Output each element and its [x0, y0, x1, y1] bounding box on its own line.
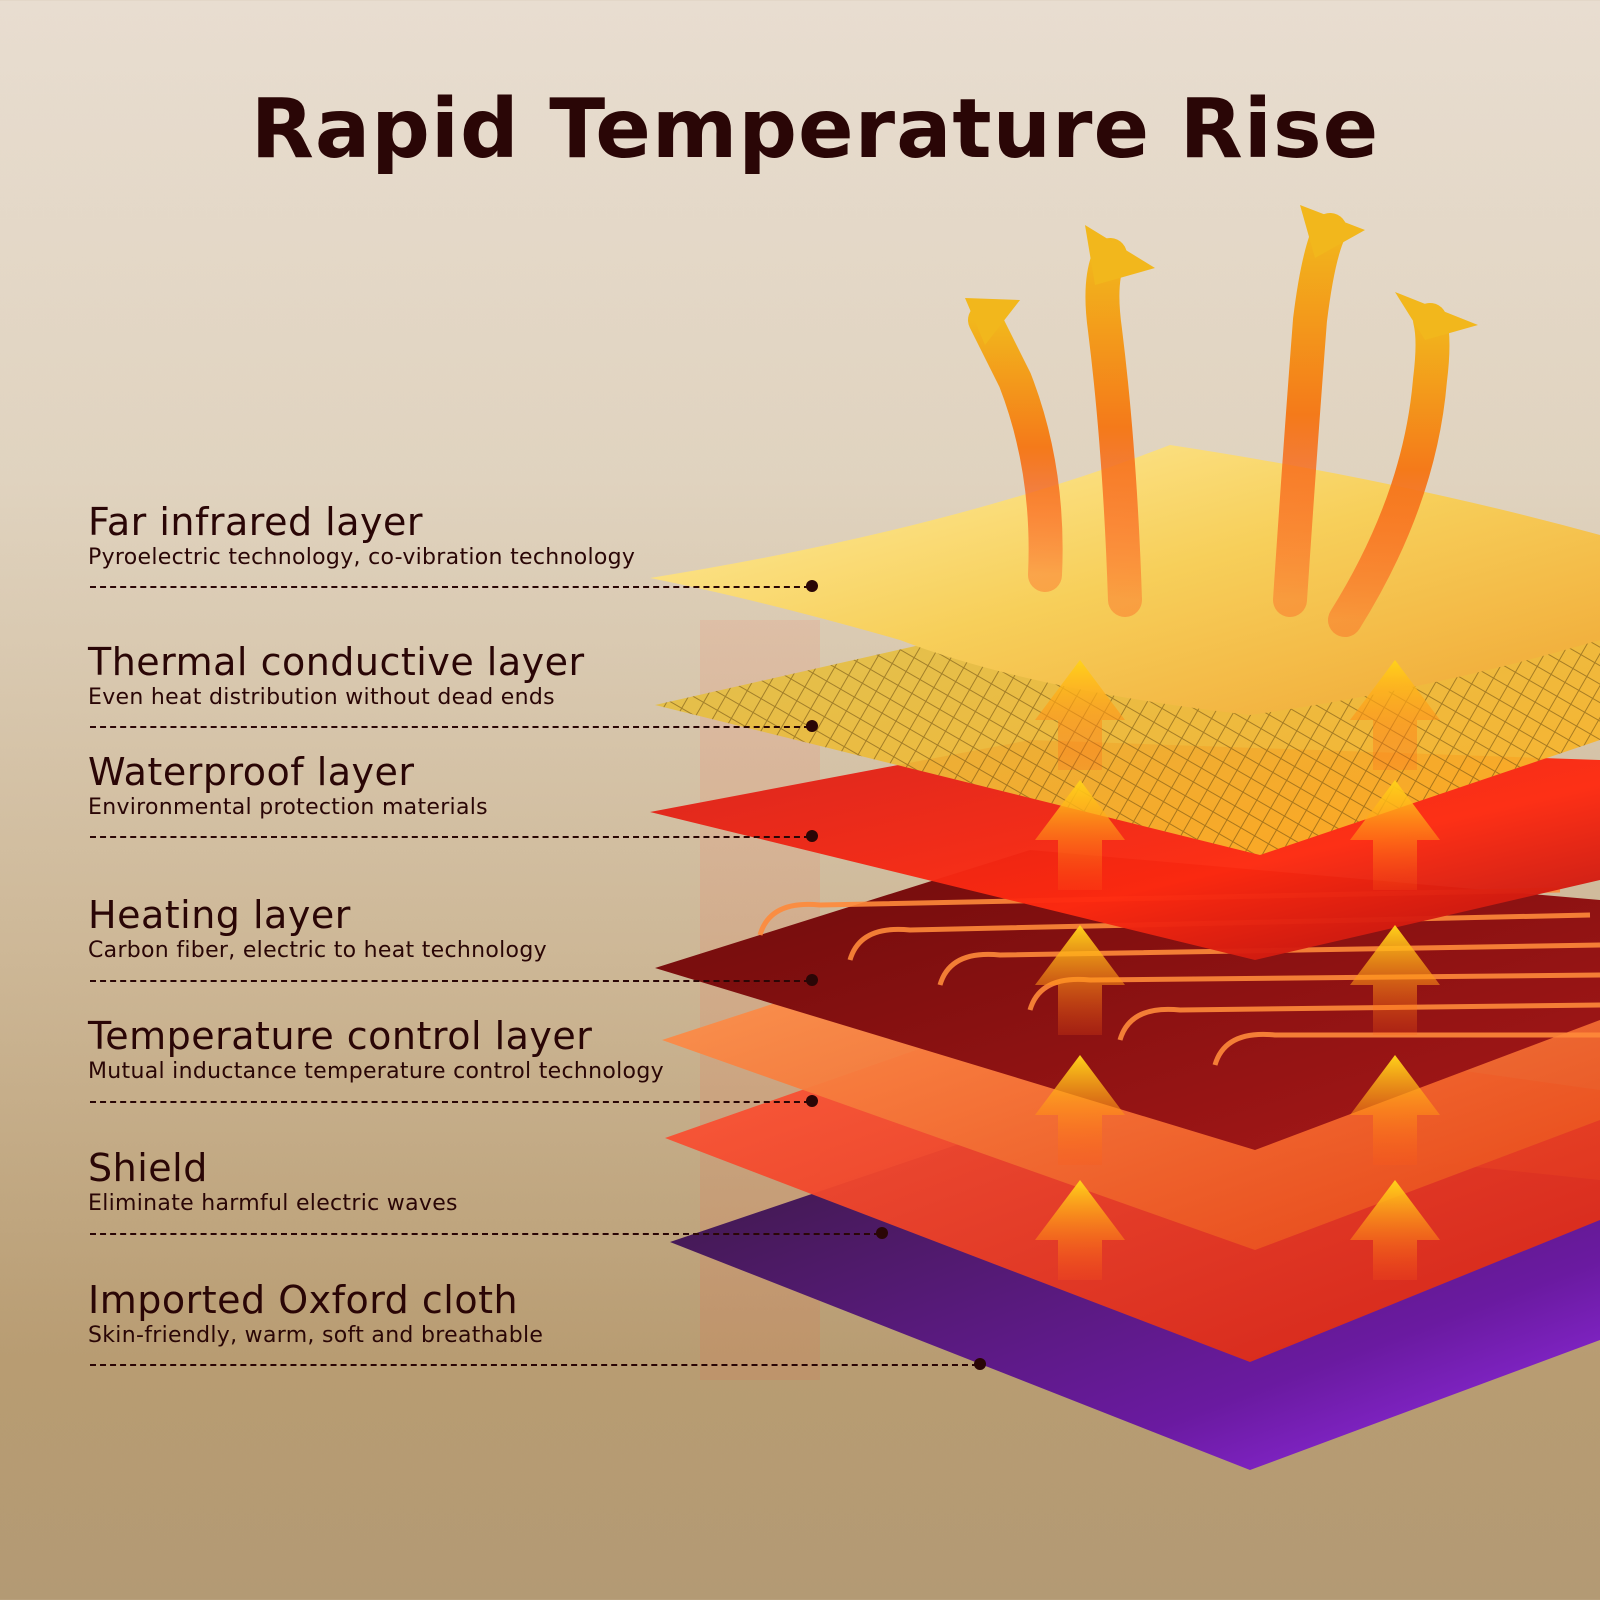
layer-name: Shield — [88, 1146, 208, 1190]
layer-description: Skin-friendly, warm, soft and breathable — [88, 1323, 544, 1348]
layer-label-heating: Heating layer Carbon fiber, electric to … — [88, 893, 547, 965]
leader-line — [90, 1101, 810, 1103]
layer-name: Temperature control layer — [88, 1014, 593, 1058]
leader-line — [90, 1364, 978, 1366]
layer-name: Far infrared layer — [88, 500, 423, 544]
leader-dot — [806, 974, 818, 986]
layer-description: Eliminate harmful electric waves — [88, 1191, 458, 1216]
leader-dot — [806, 580, 818, 592]
layer-description: Even heat distribution without dead ends — [88, 685, 555, 710]
layer-description: Pyroelectric technology, co-vibration te… — [88, 545, 636, 570]
leader-line — [90, 586, 810, 588]
layer-label-thermal-conductive: Thermal conductive layer Even heat distr… — [88, 640, 585, 712]
leader-dot — [974, 1358, 986, 1370]
leader-line — [90, 836, 810, 838]
steam-arrow-heads — [965, 205, 1478, 345]
layer-label-far-infrared: Far infrared layer Pyroelectric technolo… — [88, 500, 635, 572]
leader-line — [90, 1233, 880, 1235]
layer-label-waterproof: Waterproof layer Environmental protectio… — [88, 750, 488, 822]
layer-description: Mutual inductance temperature control te… — [88, 1059, 664, 1084]
heat-arrows — [1035, 660, 1440, 1280]
leader-line — [90, 980, 810, 982]
page-title: Rapid Temperature Rise — [250, 82, 1380, 177]
layer-label-oxford-cloth: Imported Oxford cloth Skin-friendly, war… — [88, 1278, 543, 1350]
layer-name: Heating layer — [88, 893, 351, 937]
layer-name: Imported Oxford cloth — [88, 1278, 519, 1322]
layer-description: Environmental protection materials — [88, 795, 488, 820]
leader-line — [90, 726, 810, 728]
leader-dot — [806, 720, 818, 732]
layer-name: Thermal conductive layer — [88, 640, 585, 684]
layer-description: Carbon fiber, electric to heat technolog… — [88, 938, 547, 963]
layer-name: Waterproof layer — [88, 750, 415, 794]
leader-dot — [876, 1227, 888, 1239]
leader-dot — [806, 1095, 818, 1107]
leader-dot — [806, 830, 818, 842]
layer-label-shield: Shield Eliminate harmful electric waves — [88, 1146, 458, 1218]
layer-label-temperature-control: Temperature control layer Mutual inducta… — [88, 1014, 664, 1086]
